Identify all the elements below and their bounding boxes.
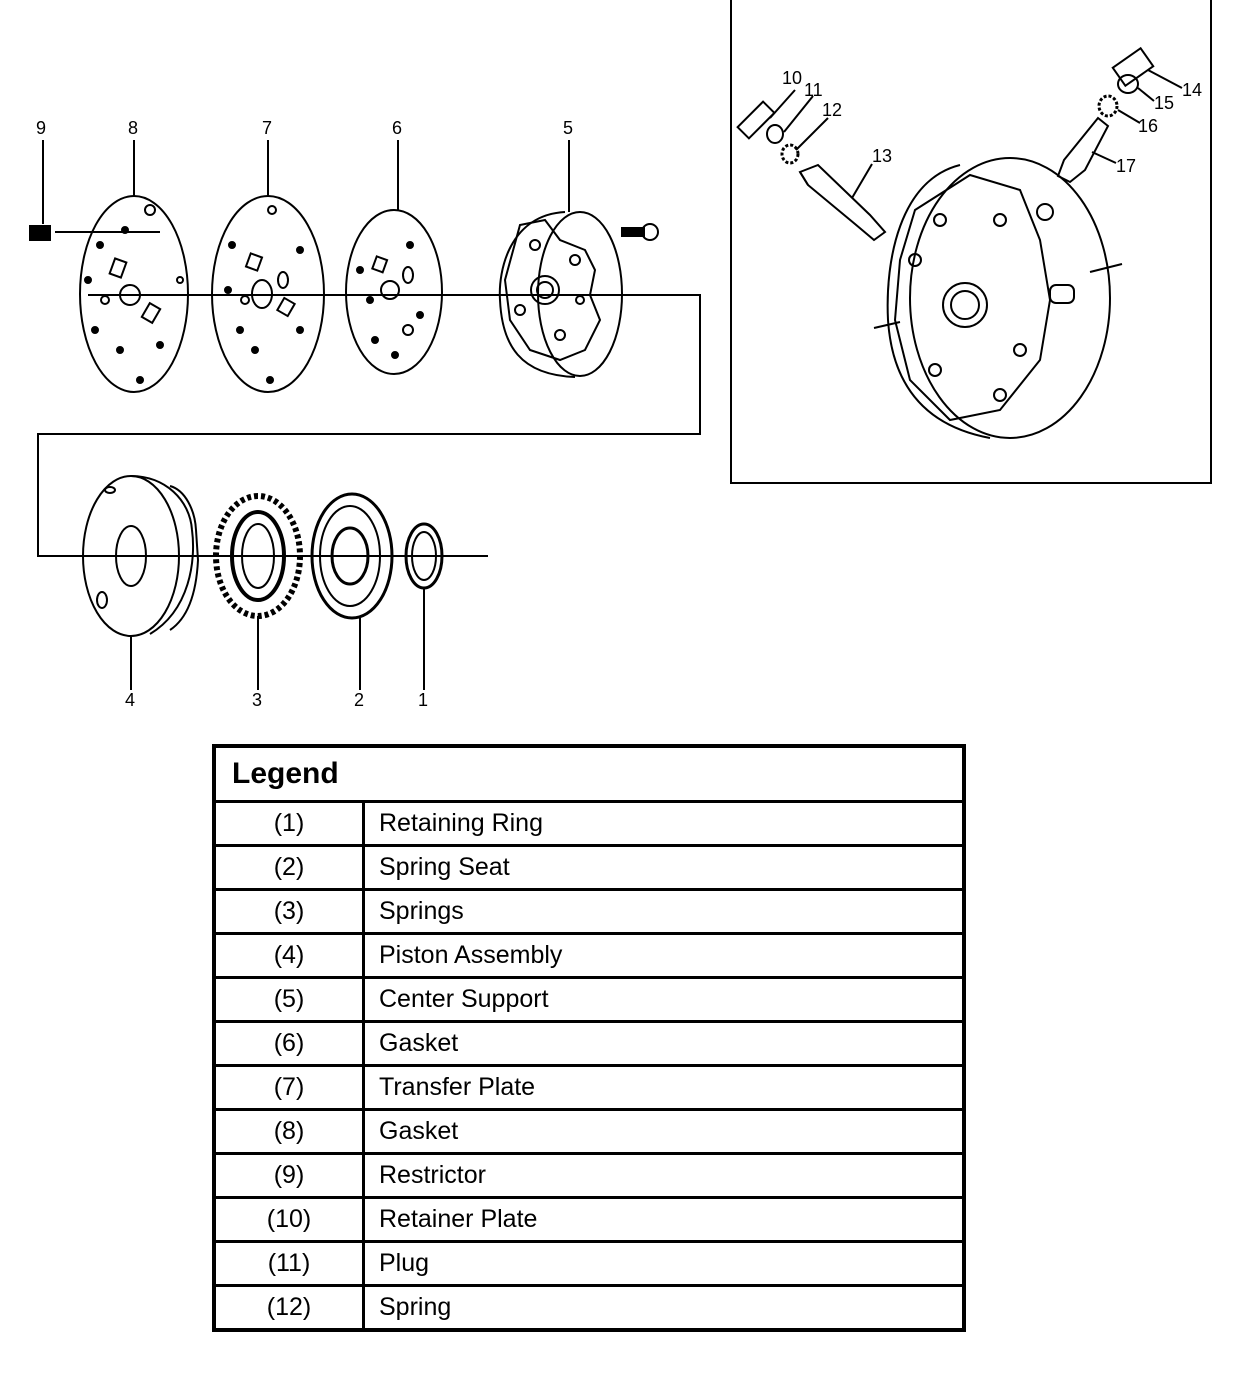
piston-assembly-part (82, 475, 200, 690)
callout-2: 2 (354, 690, 364, 710)
legend-row: (1)Retaining Ring (212, 800, 966, 847)
center-support-part (498, 140, 659, 378)
gasket-8-part (79, 140, 189, 393)
legend-number: (10) (212, 1196, 365, 1243)
callout-14: 14 (1182, 80, 1202, 100)
legend-number: (2) (212, 844, 365, 891)
springs-part (213, 493, 303, 690)
callout-10: 10 (782, 68, 802, 88)
legend-description: Restrictor (362, 1152, 966, 1199)
legend-description: Spring Seat (362, 844, 966, 891)
callout-9: 9 (36, 118, 46, 138)
legend-row: (5)Center Support (212, 976, 966, 1023)
callout-5: 5 (563, 118, 573, 138)
callout-7: 7 (262, 118, 272, 138)
axis-line (37, 294, 701, 557)
legend-number: (7) (212, 1064, 365, 1111)
spring-seat-part (310, 492, 394, 690)
legend-row: (12)Spring (212, 1284, 966, 1332)
callout-8: 8 (128, 118, 138, 138)
legend-row: (2)Spring Seat (212, 844, 966, 891)
legend-table: Legend (1)Retaining Ring (2)Spring Seat … (212, 744, 966, 1332)
callout-17: 17 (1116, 156, 1136, 176)
legend-description: Piston Assembly (362, 932, 966, 979)
callout-12: 12 (822, 100, 842, 120)
legend-row: (4)Piston Assembly (212, 932, 966, 979)
callout-3: 3 (252, 690, 262, 710)
callout-13: 13 (872, 146, 892, 166)
legend-number: (6) (212, 1020, 365, 1067)
restrictor-part (29, 140, 51, 241)
callout-4: 4 (125, 690, 135, 710)
legend-number: (3) (212, 888, 365, 935)
callout-11: 11 (804, 80, 823, 100)
legend-description: Retaining Ring (362, 800, 966, 847)
legend-number: (5) (212, 976, 365, 1023)
transfer-plate-part (211, 140, 325, 393)
legend-number: (9) (212, 1152, 365, 1199)
legend-description: Plug (362, 1240, 966, 1287)
legend-row: (11)Plug (212, 1240, 966, 1287)
callout-6: 6 (392, 118, 402, 138)
legend-number: (12) (212, 1284, 365, 1332)
callout-1: 1 (418, 690, 428, 710)
legend-row: (10)Retainer Plate (212, 1196, 966, 1243)
legend-row: (3)Springs (212, 888, 966, 935)
legend-description: Gasket (362, 1020, 966, 1067)
legend-row: (9)Restrictor (212, 1152, 966, 1199)
legend-description: Springs (362, 888, 966, 935)
callout-labels: 9 8 7 6 5 4 3 2 1 10 11 12 13 14 15 16 1… (36, 68, 1202, 710)
legend-description: Retainer Plate (362, 1196, 966, 1243)
legend-row: (6)Gasket (212, 1020, 966, 1067)
legend-number: (4) (212, 932, 365, 979)
gasket-6-part (345, 140, 443, 375)
legend-row: (7)Transfer Plate (212, 1064, 966, 1111)
retaining-ring-part (404, 522, 444, 690)
legend-number: (11) (212, 1240, 365, 1287)
legend-description: Gasket (362, 1108, 966, 1155)
callout-16: 16 (1138, 116, 1158, 136)
legend-description: Center Support (362, 976, 966, 1023)
legend-description: Transfer Plate (362, 1064, 966, 1111)
inset-pump-body (736, 46, 1183, 439)
legend-number: (1) (212, 800, 365, 847)
legend-row: (8)Gasket (212, 1108, 966, 1155)
legend-description: Spring (362, 1284, 966, 1332)
inset-frame (730, 0, 1212, 484)
legend-number: (8) (212, 1108, 365, 1155)
exploded-view-diagram: 9 8 7 6 5 4 3 2 1 10 11 12 13 14 15 16 1… (29, 46, 1202, 710)
legend-title: Legend (212, 744, 966, 803)
callout-15: 15 (1154, 93, 1174, 113)
